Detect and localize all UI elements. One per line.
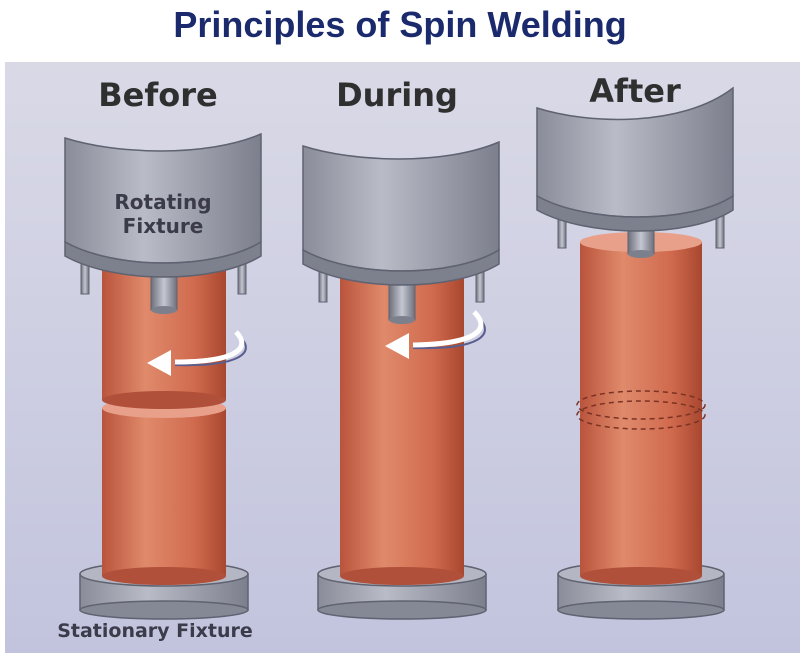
rotation-arrow-during xyxy=(385,310,486,359)
rotating-fixture-during xyxy=(302,140,500,324)
weld-seam xyxy=(576,390,706,430)
rotating-fixture-before xyxy=(64,132,262,314)
stage-label-before: Before xyxy=(98,76,218,114)
stage-label-after: After xyxy=(589,72,681,110)
spin-welding-diagram: Before During After Rotating Fixture Sta… xyxy=(5,62,800,653)
page-title: Principles of Spin Welding xyxy=(173,4,627,45)
stage-after xyxy=(536,86,734,620)
stage-before xyxy=(64,132,262,620)
stage-during xyxy=(302,140,500,620)
rotating-fixture-after xyxy=(536,86,734,258)
diagram-canvas xyxy=(5,62,800,653)
lower-part-before xyxy=(102,398,226,585)
stationary-fixture-label: Stationary Fixture xyxy=(57,620,253,642)
rotating-fixture-label: Rotating Fixture xyxy=(114,190,212,238)
rotation-arrow-before xyxy=(147,330,247,376)
stage-label-during: During xyxy=(336,76,458,114)
welded-part-after xyxy=(580,232,702,585)
